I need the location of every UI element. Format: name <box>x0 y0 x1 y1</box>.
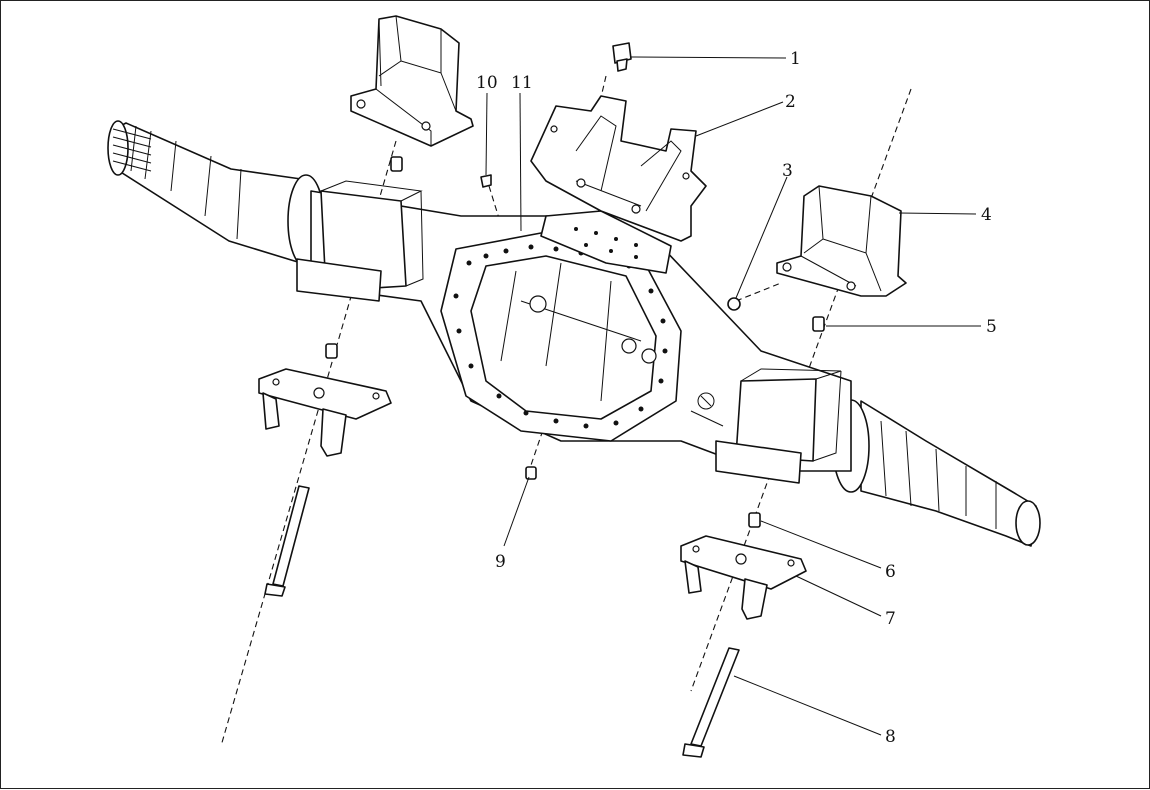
callout-4: 4 <box>981 205 992 225</box>
part-8-long-bolt <box>682 647 740 758</box>
plug-axis <box>735 282 782 302</box>
left-spline <box>112 128 152 172</box>
part-5-bushing <box>812 316 825 332</box>
lower-left-bushing <box>325 343 338 359</box>
lower-left-plate <box>258 368 392 457</box>
leader-3 <box>735 176 788 299</box>
axle-housing <box>107 120 1041 547</box>
upper-left-saddle <box>350 15 474 147</box>
upper-left-bushing <box>390 156 403 172</box>
leader-9 <box>503 476 530 547</box>
callout-5: 5 <box>986 317 997 337</box>
callout-7: 7 <box>885 609 896 629</box>
callout-6: 6 <box>885 562 896 582</box>
callout-2: 2 <box>785 92 796 112</box>
part-6-bushing <box>748 512 761 528</box>
leader-11 <box>519 92 522 232</box>
right-spindle <box>860 400 1037 547</box>
leader-lines <box>485 56 981 736</box>
part-2-upper-bracket <box>530 95 707 242</box>
part-9-drain-plug <box>525 466 537 480</box>
housing-logo <box>690 392 724 427</box>
drain-axis <box>528 420 547 472</box>
callout-9: 9 <box>495 552 506 572</box>
left-long-bolt <box>264 485 310 597</box>
leader-7 <box>795 575 882 617</box>
leader-6 <box>760 520 882 569</box>
callout-3: 3 <box>782 161 793 181</box>
part-1-bolt <box>612 42 632 72</box>
callout-1: 1 <box>790 49 801 69</box>
part-3-plug <box>727 297 741 311</box>
right-spindle-end <box>1015 500 1041 546</box>
part-4-saddle <box>776 185 907 297</box>
small-parts <box>325 156 825 528</box>
callout-10: 10 <box>476 73 498 93</box>
callout-labels: 1 2 3 4 5 6 7 8 9 10 11 <box>476 49 997 747</box>
leader-1 <box>630 56 787 59</box>
leader-2 <box>695 101 784 137</box>
leader-4 <box>898 212 977 215</box>
leader-8 <box>733 675 882 736</box>
callout-11: 11 <box>511 73 533 93</box>
part-10-breather <box>480 174 492 188</box>
leader-10 <box>485 92 488 176</box>
part-7-plate <box>680 535 807 620</box>
callout-8: 8 <box>885 727 896 747</box>
